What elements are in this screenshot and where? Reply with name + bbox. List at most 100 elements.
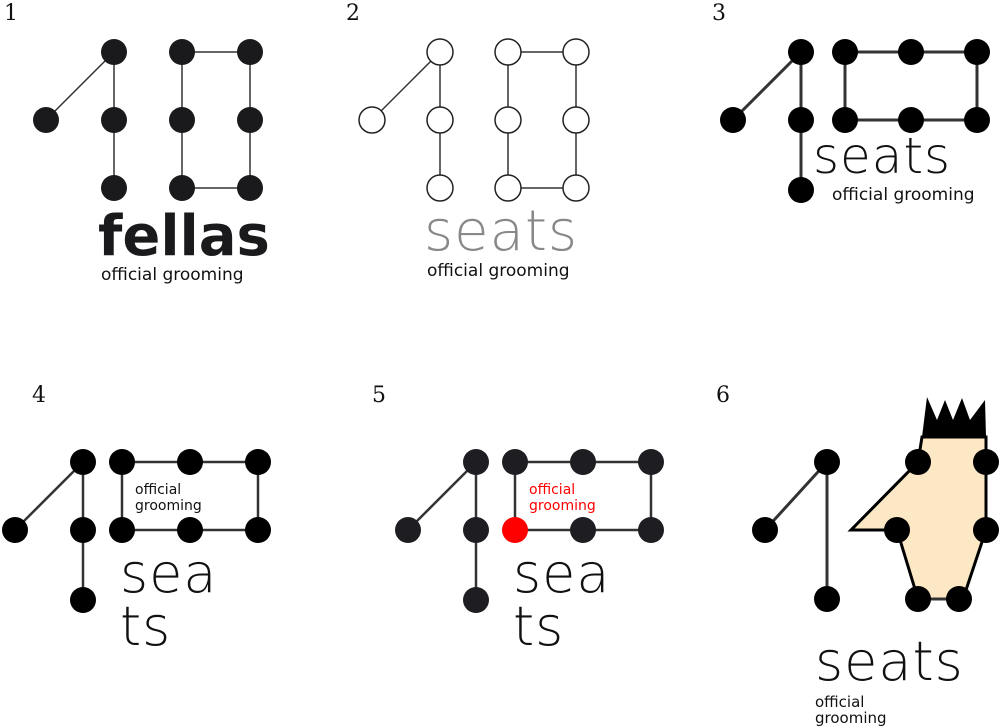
brand-word: seats bbox=[424, 199, 578, 264]
connector-line bbox=[763, 460, 829, 532]
dot bbox=[101, 175, 127, 201]
dot bbox=[70, 449, 96, 475]
dot bbox=[177, 449, 203, 475]
dot bbox=[245, 449, 271, 475]
dot bbox=[973, 517, 999, 543]
variant-1: 1 fellas official grooming bbox=[4, 1, 270, 285]
dot bbox=[109, 449, 135, 475]
ten-dot-mark bbox=[752, 449, 999, 612]
dot bbox=[814, 449, 840, 475]
dot bbox=[788, 39, 814, 65]
brand-word: seats bbox=[815, 630, 964, 693]
tagline: official grooming bbox=[101, 265, 244, 285]
dot bbox=[2, 517, 28, 543]
dot bbox=[814, 586, 840, 612]
variant-3: 3 seats official grooming bbox=[712, 1, 990, 205]
dot bbox=[70, 517, 96, 543]
dot bbox=[905, 586, 931, 612]
brand-word-line-2: ts bbox=[513, 595, 564, 658]
dot bbox=[788, 107, 814, 133]
dot bbox=[237, 39, 263, 65]
connector-line bbox=[731, 50, 803, 122]
dot bbox=[562, 38, 590, 66]
dot bbox=[237, 175, 263, 201]
ten-dot-mark bbox=[395, 449, 664, 613]
dot bbox=[426, 38, 454, 66]
dot bbox=[946, 586, 972, 612]
dot bbox=[395, 517, 421, 543]
dot bbox=[463, 517, 489, 543]
dot bbox=[245, 517, 271, 543]
tagline-line-2: grooming bbox=[135, 498, 202, 514]
connector-line bbox=[371, 51, 441, 121]
dot bbox=[720, 107, 746, 133]
dot bbox=[562, 106, 590, 134]
ten-dot-mark bbox=[2, 449, 271, 613]
ten-dot-mark bbox=[33, 39, 263, 201]
dot bbox=[832, 39, 858, 65]
crown-hair-icon bbox=[922, 397, 986, 437]
variant-2: 2 seats official grooming bbox=[346, 1, 590, 281]
dot bbox=[463, 449, 489, 475]
dot bbox=[638, 449, 664, 475]
dot bbox=[905, 449, 931, 475]
variant-number: 3 bbox=[712, 1, 726, 26]
dot bbox=[101, 39, 127, 65]
dot bbox=[973, 449, 999, 475]
connector-line bbox=[14, 461, 84, 531]
tagline-line-1: official bbox=[815, 693, 864, 711]
tagline-line-1: official bbox=[529, 482, 575, 498]
variant-number: 4 bbox=[32, 383, 46, 408]
accent-dot bbox=[502, 517, 528, 543]
variant-number: 2 bbox=[346, 1, 360, 26]
dot bbox=[169, 107, 195, 133]
dot bbox=[494, 174, 522, 202]
dot bbox=[494, 106, 522, 134]
dot bbox=[752, 517, 778, 543]
dot bbox=[884, 517, 910, 543]
variant-number: 5 bbox=[372, 383, 386, 408]
dot bbox=[788, 177, 814, 203]
tagline: official grooming bbox=[832, 185, 975, 205]
tagline-line-2: grooming bbox=[529, 498, 596, 514]
dot bbox=[570, 517, 596, 543]
dot bbox=[638, 517, 664, 543]
brand-word-line-1: sea bbox=[120, 542, 217, 605]
dot bbox=[463, 587, 489, 613]
variant-number: 1 bbox=[4, 1, 18, 26]
variant-5: 5 official grooming sea ts bbox=[372, 383, 664, 658]
ten-dot-mark bbox=[720, 39, 990, 203]
dot bbox=[426, 174, 454, 202]
variant-4: 4 official grooming sea ts bbox=[2, 383, 271, 658]
brand-word: seats bbox=[813, 127, 951, 185]
brand-word-line-2: ts bbox=[120, 595, 171, 658]
dot bbox=[70, 587, 96, 613]
dot bbox=[964, 107, 990, 133]
dot bbox=[237, 107, 263, 133]
tagline-line-2: grooming bbox=[815, 709, 887, 727]
ten-dot-mark bbox=[358, 38, 590, 202]
dot bbox=[964, 39, 990, 65]
dot bbox=[177, 517, 203, 543]
dot bbox=[898, 107, 924, 133]
dot bbox=[570, 449, 596, 475]
variant-number: 6 bbox=[716, 383, 730, 408]
dot bbox=[169, 39, 195, 65]
dot bbox=[101, 107, 127, 133]
dot bbox=[898, 39, 924, 65]
dot bbox=[109, 517, 135, 543]
dot bbox=[169, 175, 195, 201]
dot bbox=[33, 107, 59, 133]
dot bbox=[502, 449, 528, 475]
connector-line bbox=[45, 51, 115, 121]
dot bbox=[562, 174, 590, 202]
variant-6: 6 seats official grooming bbox=[716, 383, 999, 727]
dot bbox=[426, 106, 454, 134]
brand-word-line-1: sea bbox=[513, 542, 610, 605]
dot bbox=[358, 106, 386, 134]
tagline-line-1: official bbox=[135, 482, 181, 498]
dot bbox=[494, 38, 522, 66]
connector-line bbox=[407, 461, 477, 531]
tagline: official grooming bbox=[427, 261, 570, 281]
